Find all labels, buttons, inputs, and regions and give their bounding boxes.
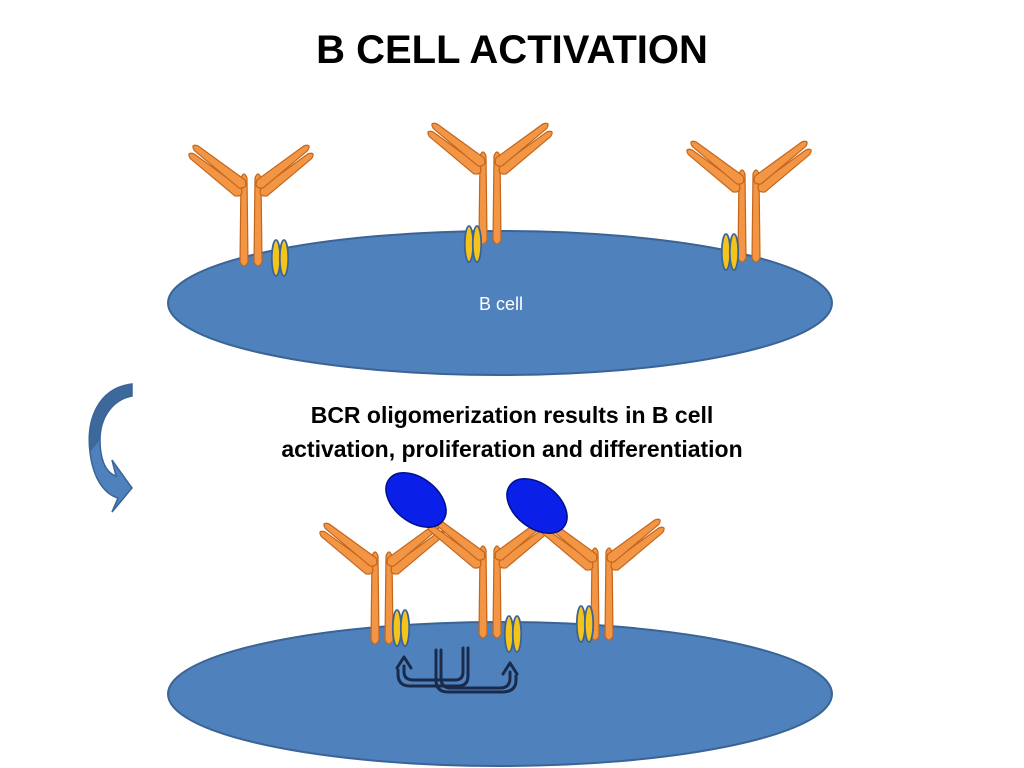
caption: BCR oligomerization results in B cell ac… xyxy=(200,398,824,466)
b-cell-bottom xyxy=(167,621,833,767)
bcr-resting-2 xyxy=(424,119,556,245)
slide-title: B CELL ACTIVATION xyxy=(316,28,708,72)
caption-line-1: BCR oligomerization results in B cell xyxy=(310,402,714,428)
bcr-crosslinked-3 xyxy=(536,515,668,641)
b-cell-label: B cell xyxy=(479,294,523,314)
caption-line-2: activation, proliferation and differenti… xyxy=(281,436,743,462)
u-turn-double-arrow-icon xyxy=(395,646,519,694)
bcr-crosslinked-2 xyxy=(424,513,556,639)
antigen-1 xyxy=(385,472,447,528)
curved-arrow-shade xyxy=(89,384,132,452)
antigen-2 xyxy=(506,478,568,534)
bcr-resting-3 xyxy=(683,137,815,263)
